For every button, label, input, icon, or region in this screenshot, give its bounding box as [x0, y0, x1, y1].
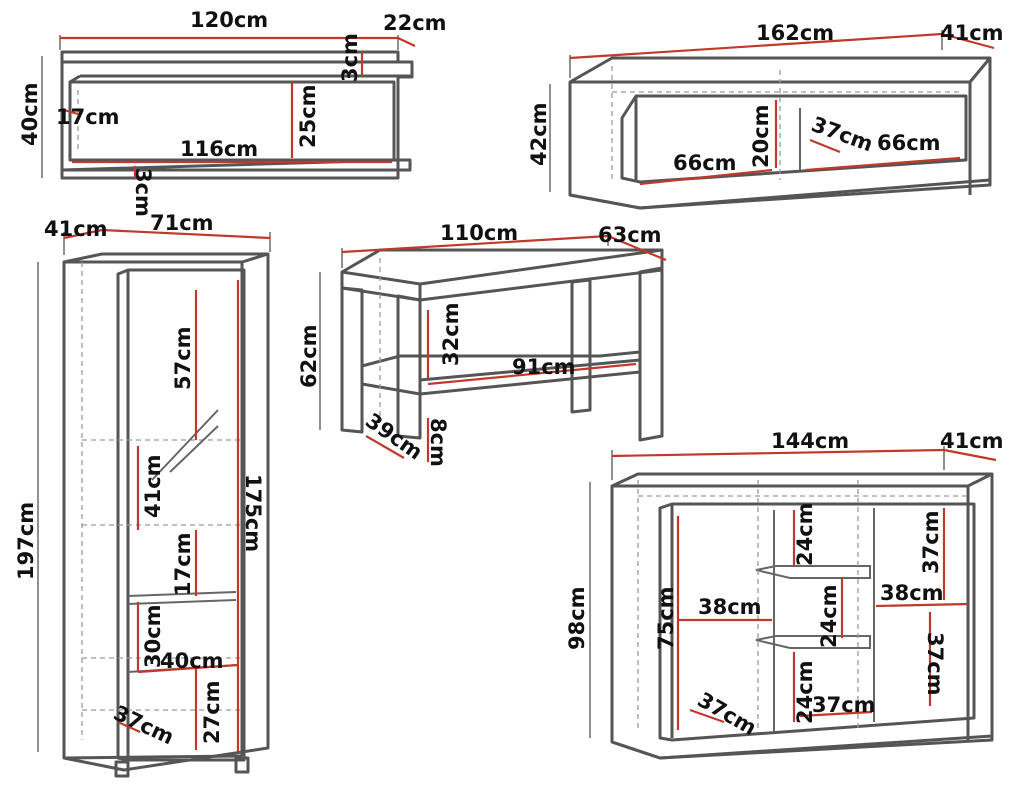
shelf-inner-depth-label: 17cm [56, 105, 120, 129]
table-height-label: 62cm [297, 324, 321, 388]
sideboard-right-width-label: 38cm [880, 581, 944, 605]
table-shelf-width-label: 91cm [512, 355, 576, 379]
sideboard-right-bottom-label: 37cm [923, 632, 947, 696]
sideboard-height-label: 98cm [565, 586, 589, 650]
sideboard-depth-label: 41cm [940, 429, 1004, 453]
sideboard-width-label: 144cm [771, 429, 849, 453]
vitrine-inner-depth-label: 37cm [110, 701, 178, 750]
sideboard-door-height-label: 75cm [654, 586, 678, 650]
vitrine-drawer-height-label: 27cm [200, 680, 224, 744]
vitrine-width-label: 71cm [150, 211, 214, 235]
tv-cabinet [549, 30, 995, 210]
sideboard-cabinet [589, 446, 997, 760]
table-leg-label: 8cm [426, 418, 450, 467]
tv-inner-height-label: 20cm [749, 104, 773, 168]
table-clearance-label: 32cm [439, 302, 463, 366]
sideboard-inner-depth-label: 37cm [694, 688, 761, 741]
table-depth-label: 63cm [598, 223, 662, 247]
shelf-inner-width-label: 116cm [180, 137, 258, 161]
tv-left-width-label: 66cm [673, 151, 737, 175]
shelf-width-label: 120cm [190, 8, 268, 32]
tv-right-width-label: 66cm [877, 131, 941, 155]
sideboard-left-width-label: 38cm [698, 595, 762, 619]
tv-inner-depth-label: 37cm [808, 112, 876, 156]
vitrine-drawer-width-label: 40cm [160, 649, 224, 673]
shelf-top-thickness-label: 3cm [338, 33, 362, 82]
shelf-height-label: 40cm [18, 82, 42, 146]
vitrine-depth-label: 41cm [44, 217, 108, 241]
vitrine-shelf-3-label: 17cm [171, 532, 195, 596]
table-width-label: 110cm [440, 221, 518, 245]
tv-depth-label: 41cm [940, 21, 1004, 45]
sideboard-niche-top-label: 24cm [793, 502, 817, 566]
tv-height-label: 42cm [527, 102, 551, 166]
vitrine-shelf-top-label: 57cm [171, 326, 195, 390]
wall-shelf [41, 35, 416, 180]
vitrine-height-label: 197cm [14, 502, 38, 580]
coffee-table [319, 232, 667, 462]
vitrine-cabinet [37, 228, 271, 778]
sideboard-niche-mid-label: 24cm [817, 584, 841, 648]
tv-width-label: 162cm [756, 21, 834, 45]
shelf-inner-height-label: 25cm [296, 84, 320, 148]
sideboard-right-top-label: 37cm [919, 510, 943, 574]
vitrine-shelf-4-label: 30cm [141, 604, 165, 668]
sideboard-niche-bottom-label: 24cm [793, 660, 817, 724]
sideboard-bottom-width-label: 37cm [812, 693, 876, 717]
vitrine-shelf-2-label: 41cm [141, 454, 165, 518]
shelf-bottom-thickness-label: 3cm [131, 168, 155, 217]
vitrine-inner-height-label: 175cm [241, 474, 265, 552]
shelf-depth-label: 22cm [383, 11, 447, 35]
